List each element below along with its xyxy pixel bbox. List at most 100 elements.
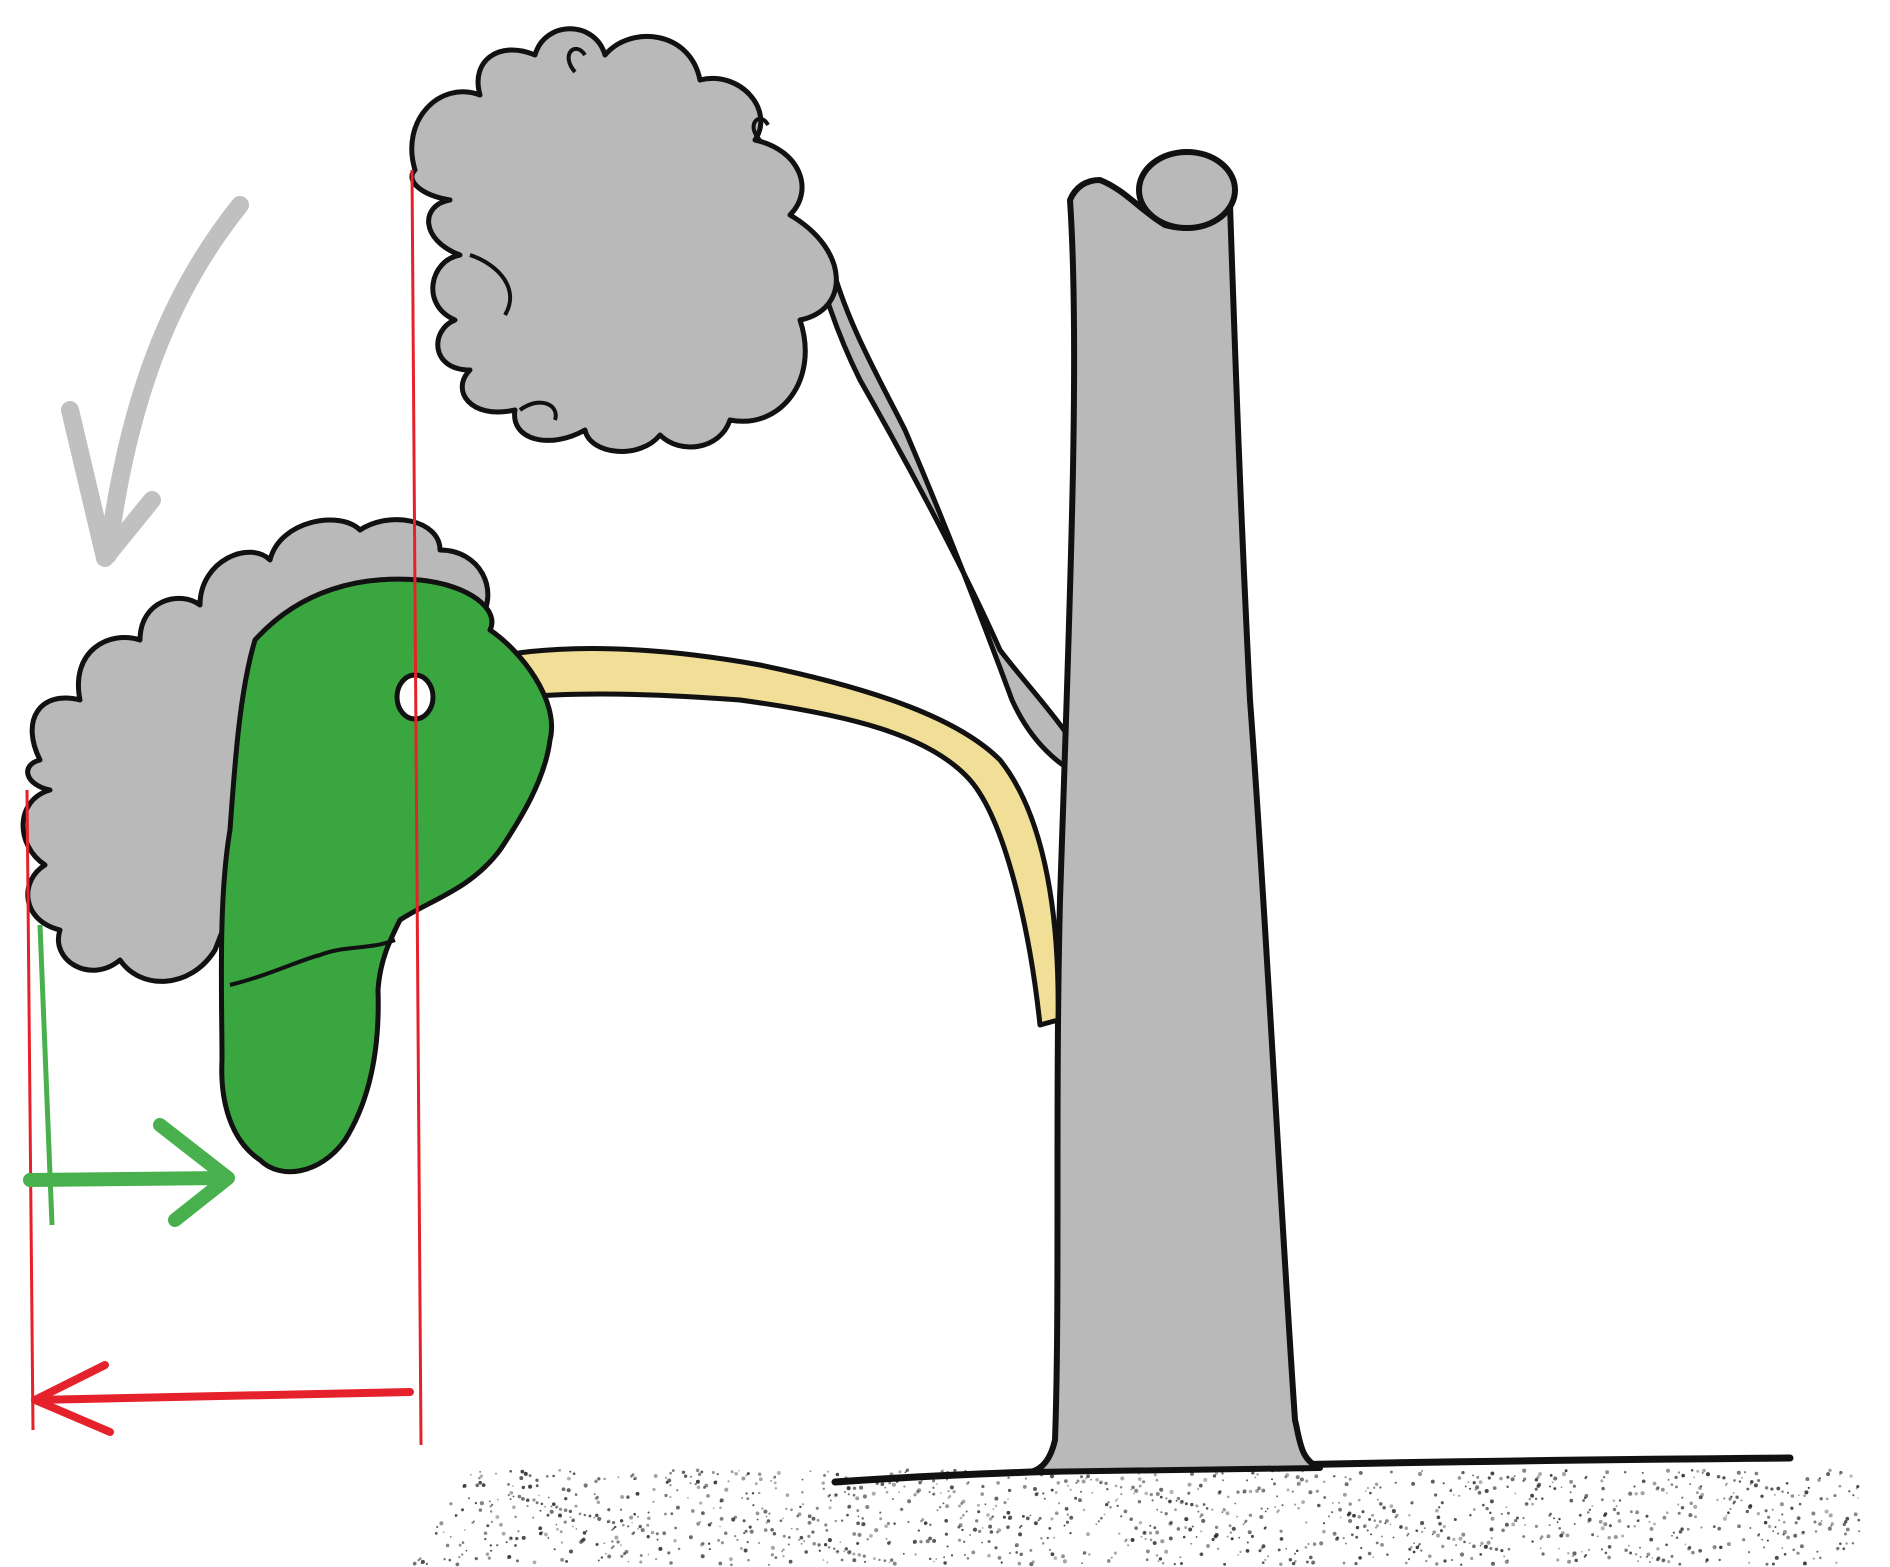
ground-dot <box>770 1545 775 1550</box>
ground-dot <box>823 1543 828 1547</box>
ground-dot <box>1279 1529 1283 1533</box>
ground-dot <box>1432 1530 1436 1534</box>
ground-dot <box>727 1480 730 1483</box>
ground-dot <box>547 1496 550 1499</box>
ground-dot <box>1311 1560 1316 1565</box>
ground-dot <box>538 1531 543 1536</box>
ground-dot <box>1452 1537 1456 1541</box>
ground-dot <box>1698 1495 1703 1500</box>
ground-dot <box>1607 1535 1611 1540</box>
ground-dot <box>532 1498 536 1502</box>
ground-dot <box>1798 1502 1802 1506</box>
ground-dot <box>1230 1537 1234 1541</box>
ground-dot <box>862 1494 867 1499</box>
ground-dot <box>1749 1483 1752 1485</box>
ground-dot <box>690 1475 693 1478</box>
ground-dot <box>1839 1542 1842 1546</box>
ground-dot <box>1029 1549 1033 1552</box>
ground-dot <box>1133 1492 1135 1495</box>
ground-dot <box>1696 1469 1700 1473</box>
ground-dot <box>1048 1548 1051 1551</box>
ground-dot <box>1256 1473 1259 1476</box>
ground-dot <box>1782 1520 1786 1524</box>
ground-dot <box>501 1531 506 1536</box>
ground-dot <box>1248 1513 1253 1517</box>
ground-dot <box>1346 1513 1351 1517</box>
ground-dot <box>1756 1512 1761 1516</box>
ground-dot <box>1407 1558 1411 1561</box>
ground-dot <box>1223 1562 1227 1566</box>
ground-dot <box>1155 1478 1159 1482</box>
ground-dot <box>1366 1486 1370 1490</box>
ground-dot <box>1742 1538 1746 1542</box>
ground-dot <box>913 1493 917 1497</box>
ground-dot <box>1200 1514 1203 1517</box>
ground-dot <box>1198 1483 1203 1488</box>
ground-dot <box>1394 1481 1397 1484</box>
ground-dot <box>782 1517 784 1520</box>
ground-dot <box>1200 1530 1203 1533</box>
ground-dot <box>943 1556 946 1559</box>
ground-dot <box>553 1548 556 1551</box>
ground-dot <box>1315 1489 1319 1493</box>
ground-dot <box>788 1559 793 1564</box>
ground-dot <box>1601 1486 1605 1491</box>
ground-dot <box>1830 1522 1834 1526</box>
ground-dot <box>731 1517 736 1522</box>
ground-dot <box>607 1554 612 1559</box>
ground-dot <box>1042 1492 1045 1495</box>
ground-dot <box>928 1490 931 1494</box>
ground-dot <box>1556 1521 1559 1524</box>
ground-dot <box>843 1550 846 1553</box>
ground-dot <box>597 1559 600 1562</box>
ground-dot <box>1649 1561 1651 1563</box>
ground-dot <box>745 1474 748 1477</box>
ground-dot <box>1572 1484 1576 1488</box>
ground-dot <box>958 1523 963 1528</box>
ground-dot <box>569 1470 572 1473</box>
ground-dot <box>719 1498 724 1503</box>
ground-dot <box>746 1472 750 1476</box>
ground-dot <box>1602 1475 1606 1479</box>
ground-dot <box>981 1541 983 1544</box>
ground-dot <box>746 1497 750 1500</box>
ground-dot <box>1604 1551 1608 1555</box>
ground-dot <box>1184 1502 1188 1506</box>
ground-dot <box>1490 1471 1495 1476</box>
ground-dot <box>1506 1511 1510 1515</box>
ground-dot <box>1680 1505 1685 1510</box>
ground-dot <box>1373 1486 1376 1489</box>
ground-dot <box>1231 1526 1236 1531</box>
ground-dot <box>848 1550 852 1554</box>
ground-dot <box>749 1529 754 1534</box>
ground-dot <box>514 1544 517 1547</box>
ground-dot <box>891 1497 894 1501</box>
ground-dot <box>788 1536 791 1539</box>
ground-dot <box>1624 1548 1628 1552</box>
ground-dot <box>1803 1494 1806 1498</box>
ground-dot <box>1261 1561 1265 1565</box>
curved-arrow-down-left-icon <box>61 196 249 567</box>
ground-dot <box>902 1552 905 1555</box>
ground-dot <box>1160 1511 1163 1513</box>
ground-dot <box>1753 1483 1758 1488</box>
ground-dot <box>1120 1476 1125 1481</box>
ground-dot <box>1394 1516 1397 1519</box>
ground-dot <box>847 1486 850 1489</box>
ground-dot <box>1297 1506 1300 1510</box>
ground-dot <box>1137 1500 1142 1504</box>
ground-dot <box>1485 1506 1489 1511</box>
ground-dot <box>1006 1510 1011 1515</box>
ground-dot <box>1214 1471 1219 1475</box>
ground-dot <box>1075 1481 1078 1484</box>
ground-dot <box>690 1509 695 1513</box>
ground-dot <box>1782 1533 1785 1536</box>
ground-dot <box>1248 1489 1253 1494</box>
ground-dot <box>439 1521 444 1526</box>
ground-dot <box>1069 1488 1072 1491</box>
ground-dot <box>929 1523 932 1526</box>
ground-dot <box>479 1501 484 1506</box>
ground-dot <box>1458 1536 1463 1541</box>
ground-dot <box>1120 1515 1123 1518</box>
ground-dot <box>818 1549 821 1552</box>
